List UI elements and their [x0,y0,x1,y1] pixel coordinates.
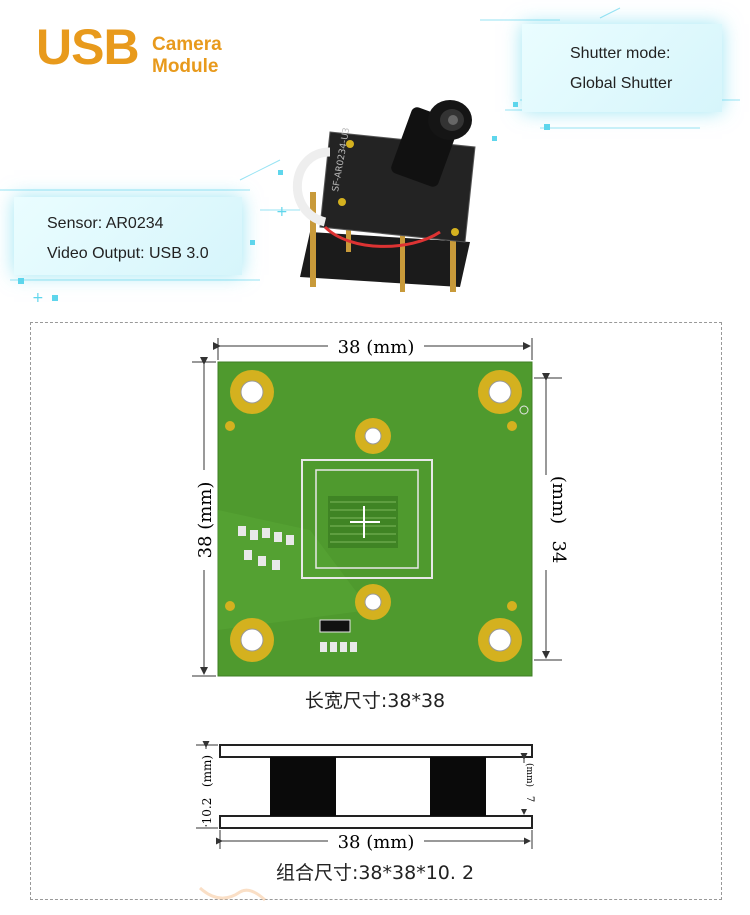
watermark-mark [198,886,267,902]
shutter-mode-callout: Shutter mode: Global Shutter [522,24,722,112]
top-width-label: 38 (mm) [338,337,415,358]
side-gap-value: 7 [524,796,535,802]
side-height-unit: (mm) [200,755,214,787]
side-height-value: 10.2 [200,798,214,825]
sensor-line: Sensor: AR0234 [47,215,164,232]
right-height-value: 34 [548,541,569,564]
logo-sub-line2: Module [152,56,219,77]
side-width-label: 38 (mm) [338,832,415,853]
video-output-line: Video Output: USB 3.0 [47,245,209,262]
side-gap-unit: (mm) [524,763,535,787]
usb-logo: USB [36,19,140,75]
dimension-frame [30,322,722,900]
shutter-value: Global Shutter [570,75,673,92]
svg-text:+: + [32,290,44,306]
side-view-diagram: (mm) 10.2 (mm) 7 38 (mm) [196,741,535,853]
mounting-holes [230,370,522,662]
svg-text:+: + [276,204,288,220]
side-view-caption: 组合尺寸:38*38*10. 2 [275,862,475,884]
logo-sub-line1: Camera [152,34,222,55]
top-view-diagram: 38 (mm) 38 (mm) (mm) 34 [192,336,569,677]
logo-subtitle: Camera Module [152,34,222,78]
camera-module-photo: SF-AR0234-U3 [293,100,476,292]
shutter-label: Shutter mode: [570,45,671,62]
sensor-callout: Sensor: AR0234 Video Output: USB 3.0 [14,197,242,275]
left-height-label: 38 (mm) [195,482,216,559]
decorative-tech-lines: + + [0,7,740,306]
right-height-unit: (mm) [548,476,569,524]
top-view-caption: 长宽尺寸:38*38 [304,690,446,712]
